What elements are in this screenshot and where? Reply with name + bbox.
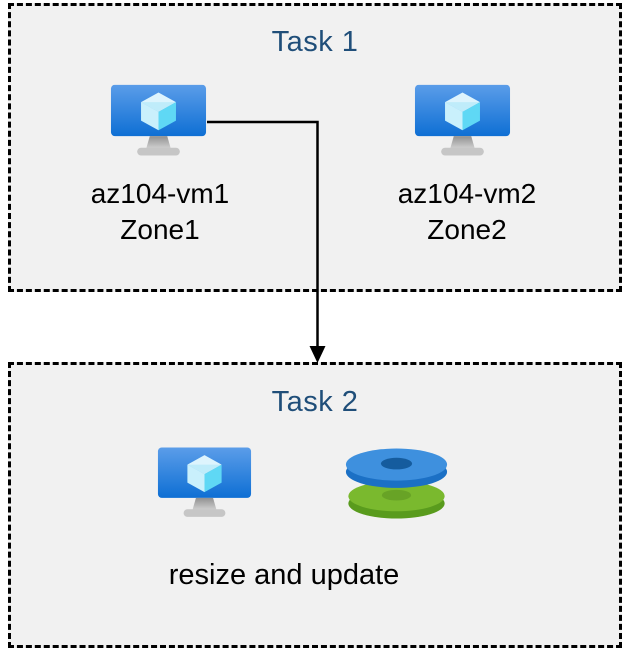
vm1-zone-label: Zone1 bbox=[120, 214, 200, 245]
disks-icon bbox=[343, 447, 450, 522]
task2-caption: resize and update bbox=[168, 559, 400, 591]
vm2-name-label: az104-vm2 bbox=[397, 178, 537, 209]
vm1-label: az104-vm1 Zone1 bbox=[60, 176, 260, 248]
task2-box bbox=[8, 362, 622, 648]
virtual-machine-icon bbox=[414, 84, 511, 163]
virtual-machine-icon bbox=[157, 447, 252, 524]
vm2-zone-label: Zone2 bbox=[427, 214, 507, 245]
task1-title: Task 1 bbox=[271, 26, 359, 58]
vm1-name-label: az104-vm1 bbox=[90, 178, 230, 209]
vm2-label: az104-vm2 Zone2 bbox=[367, 176, 567, 248]
task2-title: Task 2 bbox=[271, 386, 359, 418]
virtual-machine-icon bbox=[110, 84, 207, 163]
